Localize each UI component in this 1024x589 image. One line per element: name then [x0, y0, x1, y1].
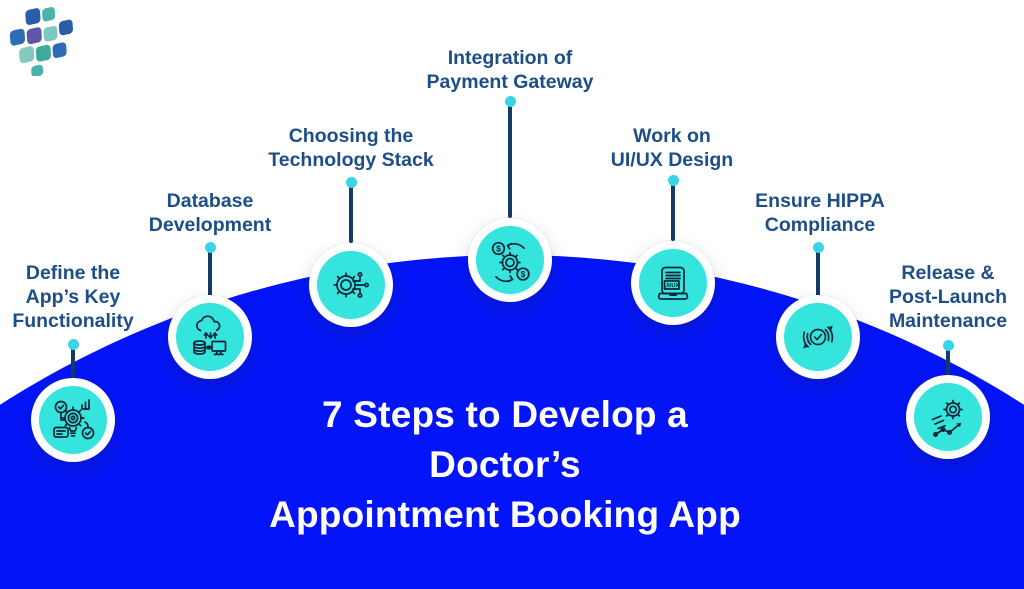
connector-line [508, 101, 512, 218]
functionality-gear-bulb-icon [53, 399, 95, 440]
compliance-sync-check-icon [802, 325, 834, 349]
mosaic-brand-logo [6, 4, 94, 81]
step-circle [776, 295, 860, 379]
step-label: Define the App’s Key Functionality [12, 262, 134, 332]
svg-text:$: $ [521, 269, 526, 279]
svg-text:UI/UX: UI/UX [664, 283, 680, 289]
step-label: Choosing the Technology Stack [268, 125, 434, 171]
step-label: Ensure HIPPA Compliance [755, 190, 885, 236]
technology-stack-gear-circuit-icon [333, 271, 370, 299]
svg-text:$: $ [496, 243, 501, 253]
connector-dot [812, 241, 824, 253]
infographic-title: 7 Steps to Develop a Doctor’s Appointmen… [269, 394, 741, 535]
step-circle [31, 378, 115, 462]
step-circle: $ $ [468, 218, 552, 302]
connector-line [349, 182, 353, 243]
step-circle [906, 375, 990, 459]
connector-dot [667, 174, 679, 186]
uiux-laptop-icon: UI/UX [657, 266, 689, 300]
database-cloud-icon [193, 315, 227, 356]
connector-dot [504, 95, 516, 107]
connector-line [671, 180, 675, 241]
connector-line [946, 345, 950, 375]
step-label: Release & Post-Launch Maintenance [888, 262, 1008, 332]
payment-gateway-gear-coins-icon: $ $ [491, 241, 530, 283]
release-maintenance-gear-chart-icon [931, 399, 963, 438]
connector-dot [204, 241, 216, 253]
step-label: Work on UI/UX Design [610, 125, 734, 171]
connector-dot [345, 176, 357, 188]
step-circle: UI/UX [631, 241, 715, 325]
connector-dot [942, 339, 954, 351]
step-circle [309, 243, 393, 327]
step-circle [168, 295, 252, 379]
connector-line [208, 247, 212, 297]
connector-line [71, 344, 75, 380]
connector-line [816, 247, 820, 297]
step-label: Integration of Payment Gateway [426, 47, 594, 93]
step-label: Database Development [148, 190, 272, 236]
connector-dot [67, 338, 79, 350]
